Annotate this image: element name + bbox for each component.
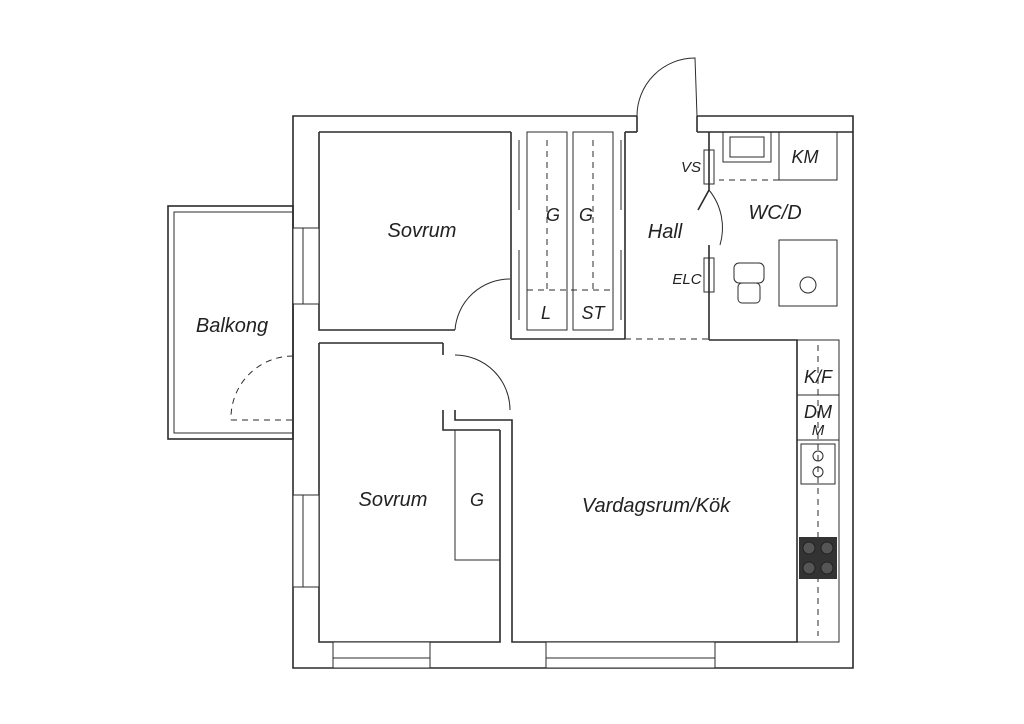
- windows: [292, 227, 716, 669]
- room-label-wc: WC/D: [748, 202, 801, 224]
- fixture-label-st: ST: [581, 303, 606, 323]
- fixture-label-km: KM: [792, 147, 819, 167]
- wc-walls: [697, 131, 853, 340]
- room-label-balcony: Balkong: [196, 315, 268, 337]
- living-room-walls: [454, 339, 798, 643]
- fixture-label-wardrobe-2: G: [579, 205, 593, 225]
- balcony: [167, 205, 294, 440]
- fixture-label-wardrobe-1: G: [546, 205, 560, 225]
- room-label-bedroom-bottom: Sovrum: [359, 489, 428, 511]
- fixture-label-l: L: [541, 303, 551, 323]
- room-label-bedroom-top: Sovrum: [388, 220, 457, 242]
- doors: [454, 57, 723, 411]
- room-label-living-kitchen: Vardagsrum/Kök: [582, 495, 731, 517]
- fixture-label-elc: ELC: [672, 271, 701, 288]
- wardrobes: [511, 131, 709, 340]
- bedroom-top-walls: [318, 131, 512, 339]
- fixture-label-kf: K/F: [804, 367, 833, 387]
- fixture-label-m: M: [812, 422, 825, 439]
- fixture-label-wardrobe-3: G: [470, 490, 484, 510]
- kitchen-counter: [796, 339, 840, 643]
- room-label-hall: Hall: [648, 221, 683, 243]
- fixture-label-dm: DM: [804, 402, 832, 422]
- fixture-label-vs: VS: [681, 159, 701, 176]
